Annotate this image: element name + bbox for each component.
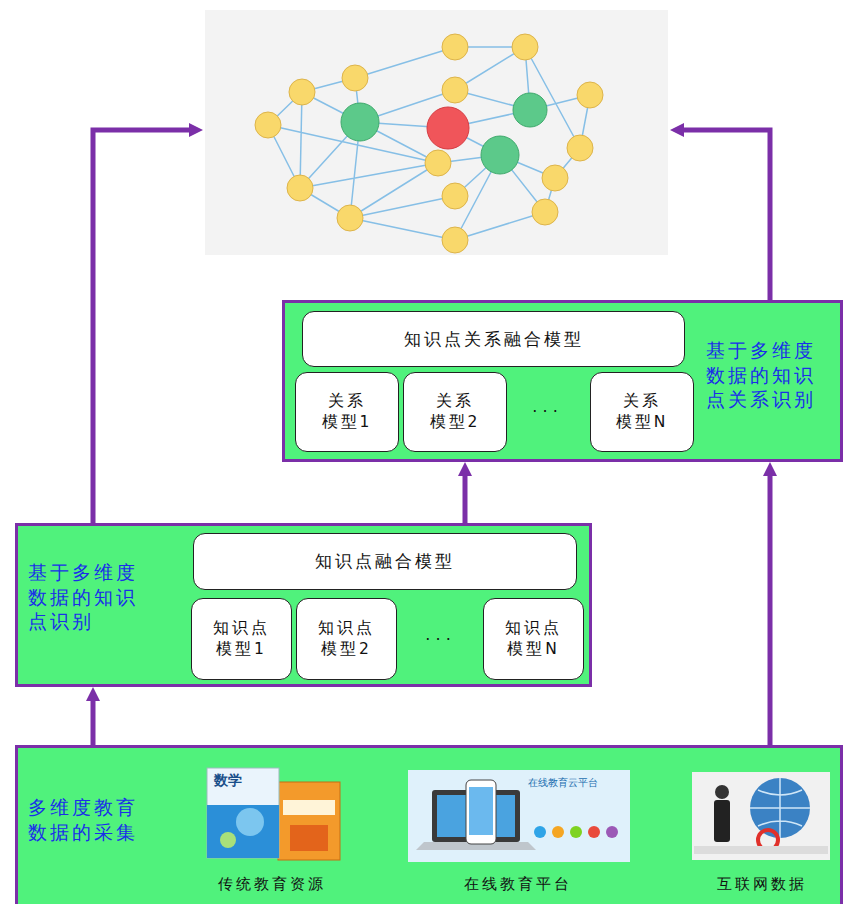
flow-arrow [463, 474, 468, 523]
model-name: 知识点融合模型 [315, 550, 455, 573]
source-caption: 在线教育平台 [464, 875, 572, 893]
model-box: 知识点 模型2 [296, 598, 397, 680]
stage-title: 基于多维度 数据的知识 点关系识别 [706, 338, 840, 412]
model-name: 关系 模型1 [300, 391, 394, 433]
model-box: 知识点 模型N [483, 598, 584, 680]
ellipsis: · · · [425, 630, 450, 649]
flow-arrow [768, 474, 773, 745]
source-caption: 互联网数据 [717, 875, 807, 893]
model-name: 知识点 模型1 [196, 618, 287, 660]
internet-picture [692, 772, 830, 860]
screen-title: 在线教育云平台 [528, 777, 598, 789]
model-box: 知识点 模型1 [191, 598, 292, 680]
graph-center [427, 107, 469, 149]
textbook-picture [207, 768, 340, 860]
source-caption: 传统教育资源 [218, 875, 326, 893]
model-box: 关系 模型2 [403, 372, 507, 452]
graph-links [268, 47, 590, 240]
stage-band: 基于多维度 数据的知识 点识别 知识点融合模型知识点 模型1 知识点 模型2 知识点 … [15, 523, 592, 687]
model-box: 关系 模型1 [295, 372, 399, 452]
fusion-model-box: 知识点融合模型 [193, 533, 577, 590]
platform-picture [408, 770, 630, 862]
model-name: 关系 模型N [595, 391, 689, 433]
model-name: 关系 模型2 [408, 391, 502, 433]
graph-hubs [341, 93, 547, 174]
model-name: 知识点 模型2 [301, 618, 392, 660]
fusion-model-box: 知识点关系融合模型 [302, 311, 685, 367]
flow-arrow [93, 130, 191, 523]
ellipsis: · · · [532, 402, 557, 421]
model-name: 知识点 模型N [488, 618, 579, 660]
flow-arrow [682, 130, 770, 300]
model-box: 关系 模型N [590, 372, 694, 452]
model-name: 知识点关系融合模型 [404, 328, 584, 351]
graph-background [205, 10, 668, 255]
book-title: 数学 [214, 772, 242, 789]
stage-title: 多维度教育 数据的采集 [28, 795, 176, 844]
graph-nodes [255, 34, 603, 253]
stage-band: 基于多维度 数据的知识 点关系识别 知识点关系融合模型关系 模型1 关系 模型2 关系… [282, 300, 843, 462]
flow-arrow [91, 699, 96, 745]
stage-title: 基于多维度 数据的知识 点识别 [28, 560, 176, 634]
